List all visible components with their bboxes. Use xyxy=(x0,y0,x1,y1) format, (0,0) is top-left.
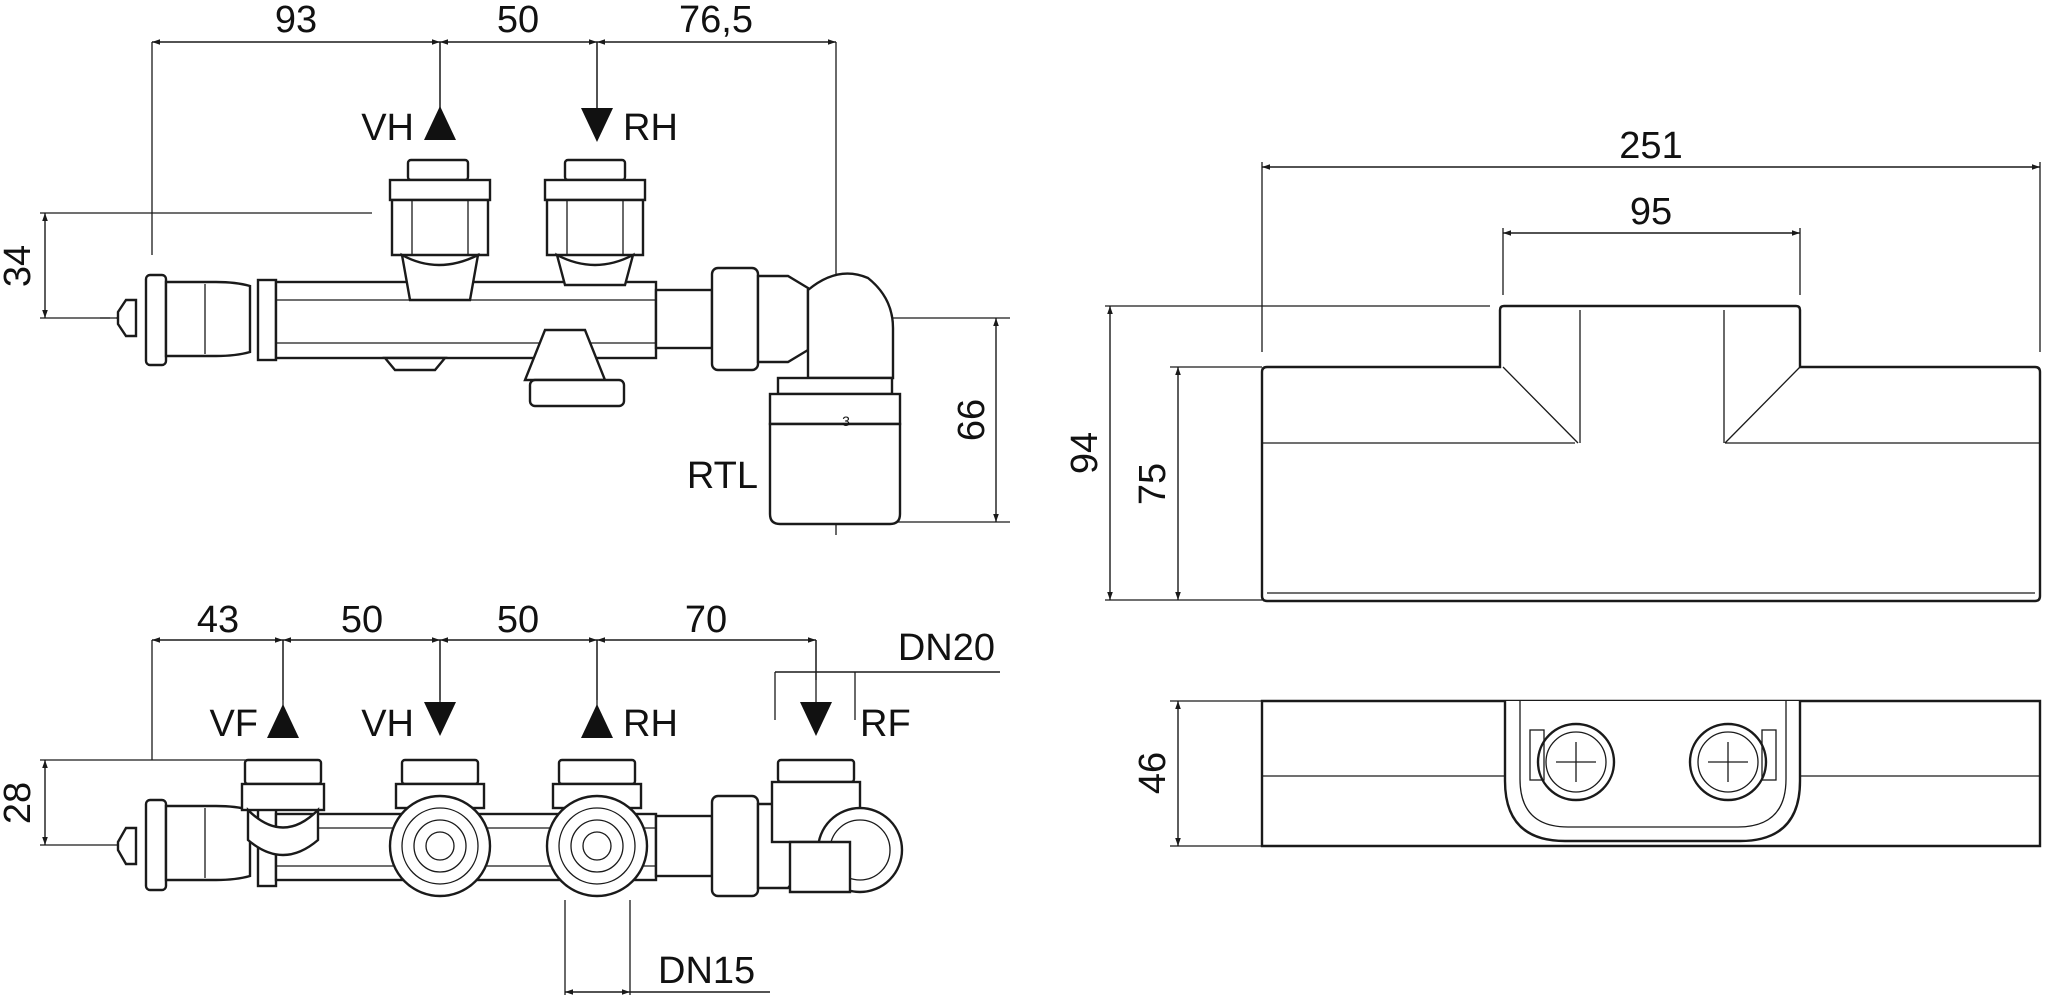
dim-dn20: DN20 xyxy=(898,627,995,669)
rh-flow-down-arrow xyxy=(581,108,613,142)
dim-70: 70 xyxy=(685,599,727,641)
label-vf: VF xyxy=(209,703,258,745)
rtl-valve: 3 xyxy=(654,266,902,526)
dim-94: 94 xyxy=(1064,432,1106,474)
label-rf: RF xyxy=(860,703,911,745)
dim-251: 251 xyxy=(1619,125,1682,167)
dim-66: 66 xyxy=(951,399,993,441)
vf-flow-up-arrow xyxy=(267,704,299,738)
label-vh-bottom: VH xyxy=(361,703,414,745)
dim-50-b: 50 xyxy=(497,599,539,641)
vh-ball-valve xyxy=(388,758,492,898)
vh-flow-down-arrow xyxy=(424,702,456,736)
cover-bottom-view: 46 xyxy=(1132,699,2042,848)
rh-ball-valve xyxy=(545,758,649,898)
rh-flow-up-arrow xyxy=(581,704,613,738)
vh-flow-up-arrow xyxy=(424,106,456,140)
dim-28: 28 xyxy=(0,782,39,824)
label-rtl: RTL xyxy=(687,455,758,497)
rf-flow-down-arrow xyxy=(800,702,832,736)
label-rh-bottom: RH xyxy=(623,703,678,745)
dim-50-a: 50 xyxy=(341,599,383,641)
rh-connector xyxy=(543,158,647,287)
cover-front-view: 251 95 94 75 xyxy=(1064,125,2042,603)
dim-43: 43 xyxy=(197,599,239,641)
dim-93: 93 xyxy=(275,0,317,41)
vf-connector xyxy=(240,758,326,857)
bottom-view: 43 50 50 70 DN20 28 DN15 xyxy=(0,599,1000,995)
cover-hole-right xyxy=(1688,722,1777,802)
dim-75: 75 xyxy=(1132,463,1174,505)
dim-95: 95 xyxy=(1630,191,1672,233)
dim-50: 50 xyxy=(497,0,539,41)
rf-valve xyxy=(654,758,904,898)
cover-hole-left xyxy=(1529,722,1616,802)
svg-text:3: 3 xyxy=(842,413,850,429)
label-rh-top: RH xyxy=(623,107,678,149)
left-end-cap xyxy=(116,273,278,367)
cover-front-outline xyxy=(1260,304,2042,603)
label-vh-top: VH xyxy=(361,107,414,149)
dim-dn15: DN15 xyxy=(658,950,755,992)
dim-76-5: 76,5 xyxy=(679,0,753,41)
top-view: 93 50 76,5 34 66 xyxy=(0,0,1010,535)
dim-34: 34 xyxy=(0,245,39,287)
dim-46: 46 xyxy=(1132,752,1174,794)
vh-connector xyxy=(388,158,492,302)
